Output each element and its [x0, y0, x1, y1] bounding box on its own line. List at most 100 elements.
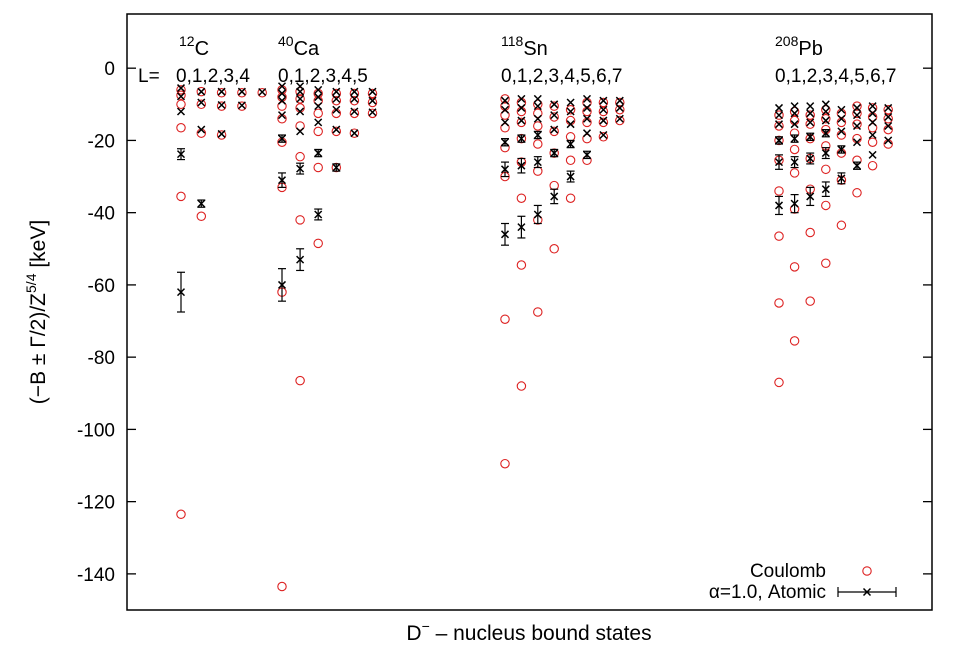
atomic-point — [599, 105, 608, 114]
coulomb-point — [331, 95, 342, 106]
atomic-point — [277, 96, 287, 105]
coulomb-point — [852, 101, 862, 111]
atomic-point — [176, 150, 186, 159]
atomic-point — [884, 103, 893, 112]
atomic-point — [821, 116, 830, 125]
atomic-point — [368, 96, 377, 105]
atomic-point — [550, 125, 559, 134]
coulomb-point — [331, 126, 342, 137]
coulomb-point — [805, 227, 815, 238]
coulomb-point — [821, 104, 831, 115]
coulomb-point — [549, 244, 559, 254]
atomic-point — [790, 158, 799, 167]
atomic-point — [806, 192, 815, 201]
atomic-point — [582, 103, 592, 112]
atomic-point — [296, 127, 305, 136]
atomic-point — [884, 136, 893, 145]
atomic-point — [774, 120, 784, 129]
atomic-point — [852, 111, 862, 120]
atomic-point — [550, 192, 559, 201]
l-values-label: 0,1,2,3,4,5,6,7 — [775, 66, 897, 87]
coulomb-point — [821, 200, 831, 211]
atomic-point — [615, 114, 624, 123]
atomic-point — [821, 107, 830, 116]
atomic-point — [806, 102, 815, 111]
atomic-point — [550, 100, 559, 109]
coulomb-point — [367, 88, 378, 99]
coulomb-point — [277, 101, 287, 111]
coulomb-point — [216, 130, 227, 140]
legend-label-coulomb: Coulomb — [750, 561, 826, 582]
atomic-point — [774, 158, 784, 167]
atomic-point — [566, 107, 575, 116]
coulomb-point — [598, 132, 609, 142]
atomic-point — [517, 103, 526, 112]
coulomb-point — [549, 112, 559, 122]
coulomb-point — [774, 231, 784, 241]
atomic-point — [296, 107, 305, 116]
atomic-point — [176, 92, 186, 101]
coulomb-point — [805, 110, 815, 120]
coulomb-point — [582, 133, 592, 144]
atomic-point — [615, 103, 624, 112]
coulomb-point — [789, 168, 800, 178]
coulomb-point — [313, 108, 323, 119]
coulomb-point — [805, 119, 815, 129]
atomic-point — [774, 103, 784, 112]
coulomb-point — [789, 106, 800, 117]
coulomb-point — [313, 238, 323, 249]
x-axis-label-rest: – nucleus bound states — [430, 622, 652, 645]
coulomb-point — [516, 117, 527, 128]
atomic-point — [566, 172, 575, 181]
coulomb-point — [852, 188, 862, 198]
coulomb-point — [533, 307, 543, 317]
atomic-point — [332, 94, 341, 103]
coulomb-point — [196, 211, 207, 222]
coulomb-point — [598, 106, 609, 117]
coulomb-point — [237, 87, 247, 98]
legend-marker-coulomb — [862, 566, 872, 576]
atomic-point — [500, 96, 510, 105]
atomic-point — [821, 100, 830, 109]
atomic-point — [599, 116, 608, 125]
atomic-point — [774, 136, 784, 145]
atomic-point — [350, 87, 359, 96]
atomic-point — [500, 105, 510, 114]
coulomb-point — [176, 85, 186, 95]
atomic-point — [277, 134, 287, 143]
atomic-point — [852, 103, 862, 112]
atomic-point — [790, 109, 799, 118]
l-values-label: 0,1,2,3,4 — [176, 66, 250, 87]
atomic-point — [258, 87, 267, 97]
coulomb-point — [615, 115, 625, 126]
coulomb-point — [565, 193, 576, 203]
nuclei-labels: 12C0,1,2,3,440Ca0,1,2,3,4,5118Sn0,1,2,3,… — [176, 33, 897, 87]
y-tick-label: -100 — [77, 420, 115, 441]
atomic-point — [837, 174, 846, 183]
atomic-point — [314, 85, 323, 94]
coulomb-point — [805, 296, 815, 306]
coulomb-point — [774, 186, 784, 196]
atomic-point — [517, 116, 526, 125]
coulomb-point — [821, 164, 831, 175]
atomic-point — [500, 165, 510, 174]
atomic-point — [582, 129, 592, 138]
y-tick-label: -40 — [88, 204, 115, 225]
data-marks — [176, 82, 893, 592]
atomic-point — [517, 161, 526, 170]
l-values-label: 0,1,2,3,4,5 — [278, 66, 368, 87]
coulomb-point — [313, 162, 323, 173]
atomic-point — [837, 127, 846, 136]
coulomb-point — [774, 377, 784, 388]
atomic-point — [217, 129, 226, 138]
atomic-point — [774, 201, 784, 210]
coulomb-point — [176, 90, 186, 101]
atomic-point — [821, 185, 830, 194]
atomic-point — [868, 130, 877, 140]
coulomb-point — [257, 87, 267, 98]
atomic-point — [806, 132, 815, 141]
coulomb-point — [836, 220, 847, 231]
coulomb-point — [598, 117, 609, 128]
atomic-point — [566, 140, 575, 149]
